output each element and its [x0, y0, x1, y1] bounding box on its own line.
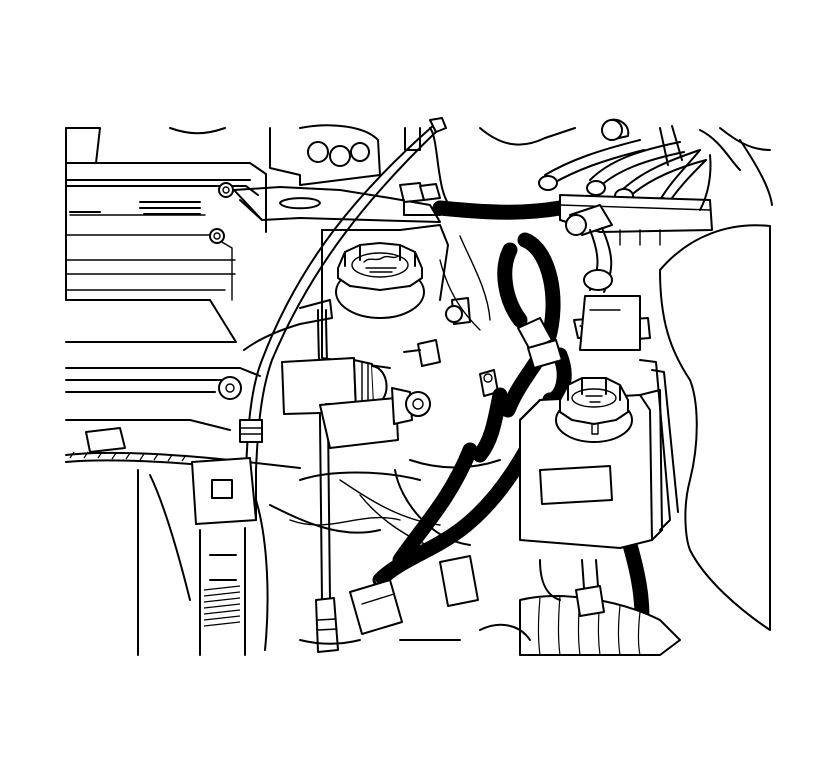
- vacuum-line: [239, 117, 447, 653]
- cover-bolt: [209, 228, 225, 244]
- intake-plenum-lines: [299, 235, 501, 645]
- radiator-hose: [479, 559, 681, 656]
- throttle-body-duct: [565, 204, 771, 631]
- accessory-bracket: [65, 427, 421, 656]
- electrical-connector: [218, 182, 499, 400]
- coolant-reservoir-cap: [555, 377, 633, 443]
- cover-bolt: [218, 182, 234, 198]
- cylinder-head-cover: [65, 127, 267, 431]
- intake-manifold-top: [65, 124, 576, 211]
- mounting-bracket: [233, 186, 441, 223]
- solenoid-valve: [281, 357, 431, 449]
